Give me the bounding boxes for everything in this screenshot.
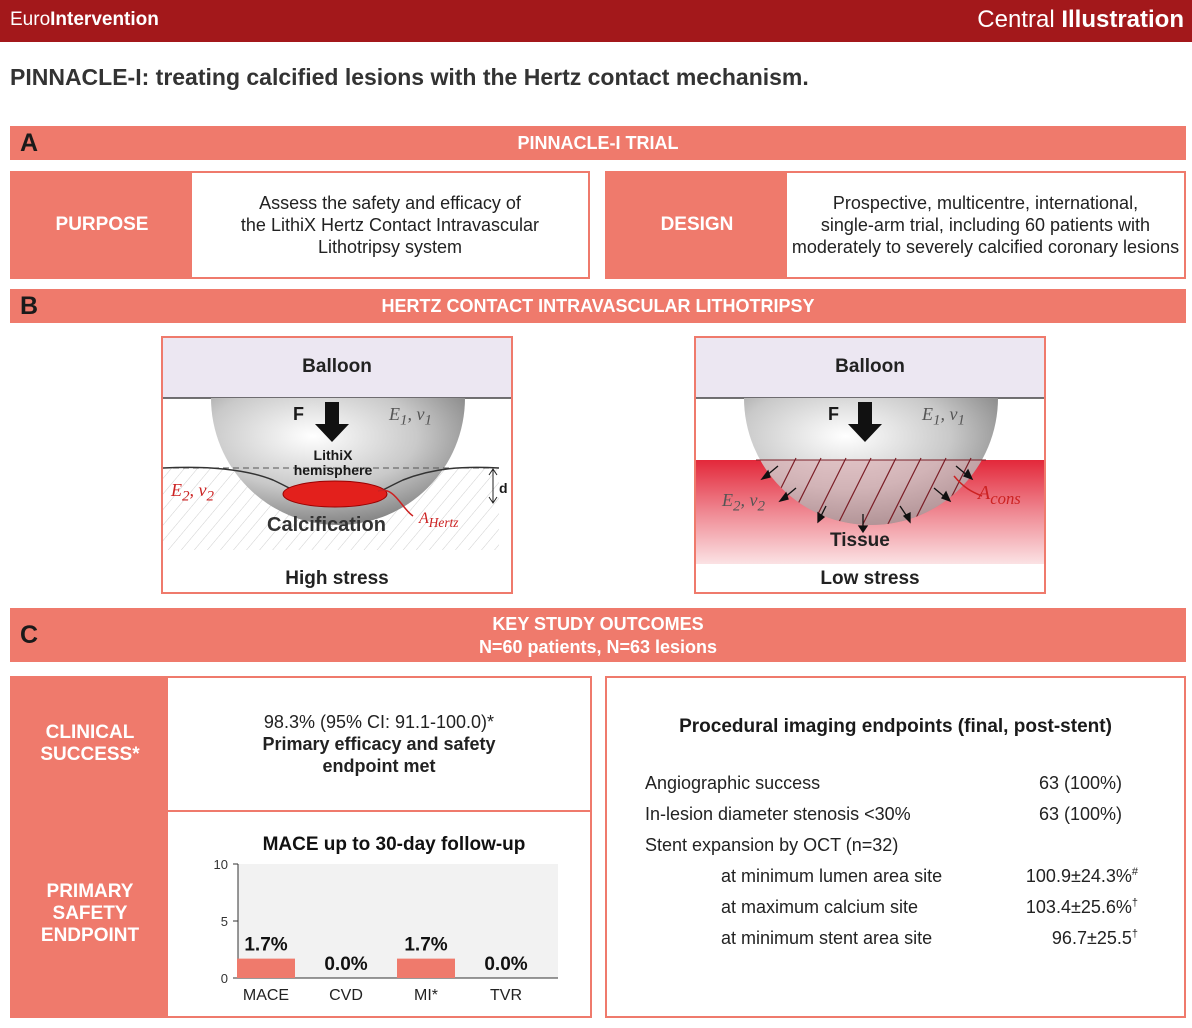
imaging-row-value: 103.4±25.6%† bbox=[1025, 897, 1138, 917]
imaging-row-label: at minimum lumen area site bbox=[721, 866, 943, 886]
e2-v2-label: E2, v2 bbox=[171, 480, 214, 505]
force-label: F bbox=[293, 404, 304, 424]
design-line: Prospective, multicentre, international, bbox=[832, 193, 1139, 213]
balloon-band bbox=[696, 338, 1044, 398]
balloon-band bbox=[163, 338, 511, 398]
acons-leader-line bbox=[953, 475, 983, 497]
section-a-title: PINNACLE-I TRIAL bbox=[517, 133, 679, 153]
clinical-success-note: endpoint met bbox=[322, 756, 436, 776]
section-b-title: HERTZ CONTACT INTRAVASCULAR LITHOTRIPSY bbox=[381, 296, 815, 316]
calcification-contact-area bbox=[282, 480, 388, 508]
imaging-row-label: Angiographic success bbox=[645, 773, 821, 793]
design-line: single-arm trial, including 60 patients … bbox=[820, 215, 1151, 235]
aherz-leader-line bbox=[377, 489, 414, 517]
bar-value-label: 0.0% bbox=[324, 954, 367, 975]
imaging-row-footnote-mark: † bbox=[1131, 928, 1138, 940]
y-tick-label: 5 bbox=[221, 914, 228, 929]
chart-title: MACE up to 30-day follow-up bbox=[263, 834, 526, 855]
section-c-subtitle: N=60 patients, N=63 lesions bbox=[478, 637, 718, 657]
calcification-label: Calcification bbox=[267, 514, 386, 536]
stress-arrows bbox=[760, 465, 974, 534]
y-tick-label: 0 bbox=[221, 971, 228, 986]
imaging-row-value: 96.7±25.5† bbox=[1051, 928, 1138, 948]
low-stress-caption: Low stress bbox=[820, 568, 920, 589]
clinical-success-note: Primary efficacy and safety bbox=[262, 734, 496, 754]
e1-v1-label: E1, v1 bbox=[922, 404, 965, 429]
purpose-line: the LithiX Hertz Contact Intravascular bbox=[240, 215, 540, 235]
imaging-row-value: 63 (100%) bbox=[1038, 773, 1122, 793]
section-a-header: A PINNACLE-I TRIAL bbox=[10, 126, 1186, 160]
design-line: moderately to severely calcified coronar… bbox=[791, 237, 1180, 257]
bar-mi bbox=[397, 958, 455, 978]
hertz-contact-diagram bbox=[163, 338, 511, 550]
section-c-letter: C bbox=[20, 621, 39, 649]
purpose-line: Assess the safety and efficacy of bbox=[259, 193, 521, 213]
mace-bar-chart: MACE up to 30-day follow-up 0 5 10 1.7% MACE 0… bbox=[214, 834, 558, 1004]
bar-value-label: 1.7% bbox=[404, 935, 447, 956]
e1-v1-label: E1, v1 bbox=[389, 404, 432, 429]
force-label: F bbox=[828, 404, 839, 424]
imaging-row-label: In-lesion diameter stenosis <30% bbox=[645, 804, 911, 824]
design-label: DESIGN bbox=[607, 173, 787, 277]
balloon-label: Balloon bbox=[302, 356, 372, 377]
imaging-row-value: 100.9±24.3%# bbox=[1025, 866, 1138, 886]
imaging-row-footnote-mark: † bbox=[1131, 897, 1138, 909]
bar-value-label: 0.0% bbox=[484, 954, 527, 975]
force-arrow bbox=[848, 402, 882, 442]
section-b-header: B HERTZ CONTACT INTRAVASCULAR LITHOTRIPS… bbox=[10, 289, 1186, 323]
force-arrow bbox=[315, 402, 349, 442]
low-stress-panel: Balloon F E1, v1 E2, v2 Acons Tissue Low… bbox=[694, 336, 1046, 594]
imaging-row-footnote-mark: # bbox=[1131, 866, 1138, 878]
acons-label: Acons bbox=[978, 482, 1021, 508]
high-stress-caption: High stress bbox=[285, 568, 389, 589]
journal-header-bar: EuroIntervention Central Illustration bbox=[0, 0, 1192, 42]
purpose-box: PURPOSE Assess the safety and efficacy o… bbox=[10, 171, 590, 279]
bar-mace bbox=[237, 958, 295, 978]
imaging-endpoints-title: Procedural imaging endpoints (final, pos… bbox=[679, 716, 1112, 737]
imaging-row-value: 63 (100%) bbox=[1038, 804, 1122, 824]
purpose-label: PURPOSE bbox=[12, 173, 192, 277]
x-tick-label: MACE bbox=[243, 987, 289, 1004]
x-tick-label: CVD bbox=[329, 987, 363, 1004]
lithix-hemisphere bbox=[211, 398, 465, 525]
imaging-row-label: at minimum stent area site bbox=[721, 928, 933, 948]
imaging-row-label: at maximum calcium site bbox=[721, 897, 919, 917]
x-tick-label: MI* bbox=[414, 987, 438, 1004]
page-title: PINNACLE-I: treating calcified lesions w… bbox=[10, 64, 809, 90]
clinical-success-text: 98.3% (95% CI: 91.1-100.0)* Primary effi… bbox=[168, 678, 590, 810]
design-box: DESIGN Prospective, multicentre, interna… bbox=[605, 171, 1186, 279]
journal-brand: EuroIntervention bbox=[10, 9, 159, 30]
section-c-title: KEY STUDY OUTCOMES bbox=[492, 614, 704, 634]
clinical-success-rate: 98.3% (95% CI: 91.1-100.0)* bbox=[263, 712, 495, 732]
y-tick-label: 10 bbox=[214, 857, 228, 872]
depth-label: d bbox=[499, 480, 508, 496]
e2-v2-label: E2, v2 bbox=[722, 490, 765, 515]
bar-value-label: 1.7% bbox=[244, 935, 287, 956]
central-illustration-label: Central Illustration bbox=[977, 6, 1184, 33]
section-b-letter: B bbox=[20, 292, 39, 320]
section-c-header: C KEY STUDY OUTCOMES N=60 patients, N=63… bbox=[10, 608, 1186, 662]
aherz-label: AHertz bbox=[419, 510, 459, 531]
section-a-letter: A bbox=[20, 129, 39, 157]
design-text: Prospective, multicentre, international,… bbox=[787, 173, 1184, 277]
imaging-endpoints-box: Procedural imaging endpoints (final, pos… bbox=[605, 676, 1186, 1018]
tissue-label: Tissue bbox=[830, 530, 890, 551]
purpose-line: Lithotripsy system bbox=[317, 237, 463, 257]
depth-marker-arrows bbox=[488, 468, 498, 504]
tissue-contact-diagram bbox=[696, 338, 1044, 564]
imaging-row-label: Stent expansion by OCT (n=32) bbox=[645, 835, 899, 855]
x-tick-label: TVR bbox=[490, 987, 522, 1004]
balloon-label: Balloon bbox=[835, 356, 905, 377]
